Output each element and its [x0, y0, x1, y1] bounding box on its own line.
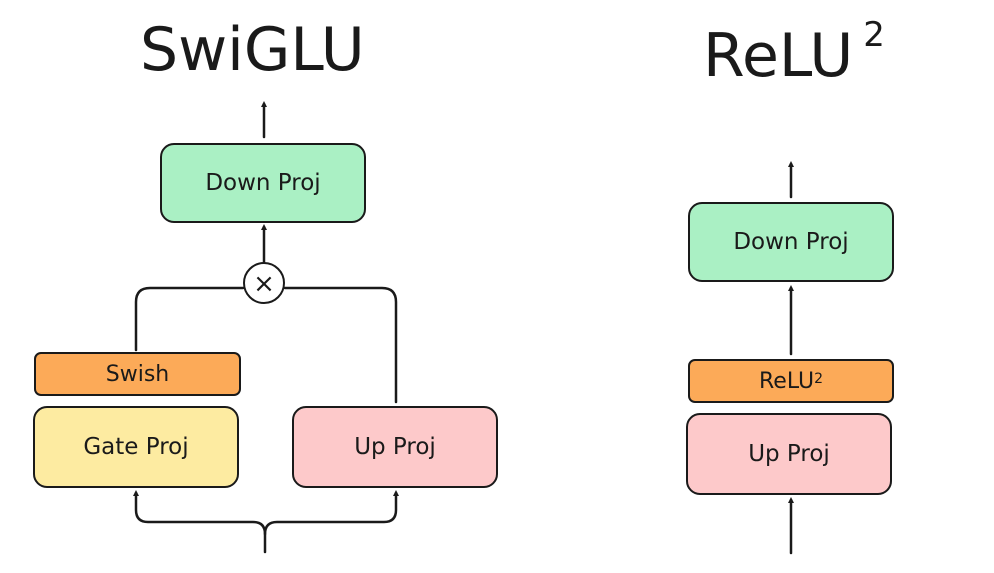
multiply-symbol: × [253, 269, 275, 299]
relu2-activation-label: ReLU [758, 368, 815, 394]
swiglu-swish-box: Swish [34, 352, 241, 396]
swiglu-swish-label: Swish [105, 361, 170, 387]
relu2-title-text: ReLU [703, 21, 854, 91]
swiglu-input-brace [133, 490, 267, 554]
relu2-down-proj-label: Down Proj [733, 229, 849, 255]
swiglu-up-branch-line [283, 286, 398, 404]
multiply-node: × [243, 262, 285, 304]
swiglu-gate-proj-box: Gate Proj [33, 406, 239, 488]
relu2-title-exponent: 2 [863, 15, 885, 55]
swiglu-input-brace-right [263, 490, 399, 536]
relu2-up-proj-label: Up Proj [748, 441, 830, 467]
swiglu-up-proj-label: Up Proj [354, 434, 436, 460]
relu2-down-proj-box: Down Proj [688, 202, 894, 282]
swiglu-down-proj-box: Down Proj [160, 143, 366, 223]
swiglu-gate-proj-label: Gate Proj [83, 434, 189, 460]
relu2-activation-exponent: 2 [814, 371, 824, 387]
swiglu-up-proj-box: Up Proj [292, 406, 498, 488]
swiglu-title: SwiGLU [140, 15, 365, 85]
relu2-up-proj-box: Up Proj [686, 413, 892, 495]
swiglu-down-proj-label: Down Proj [205, 170, 321, 196]
swiglu-gate-branch-line [134, 286, 245, 352]
